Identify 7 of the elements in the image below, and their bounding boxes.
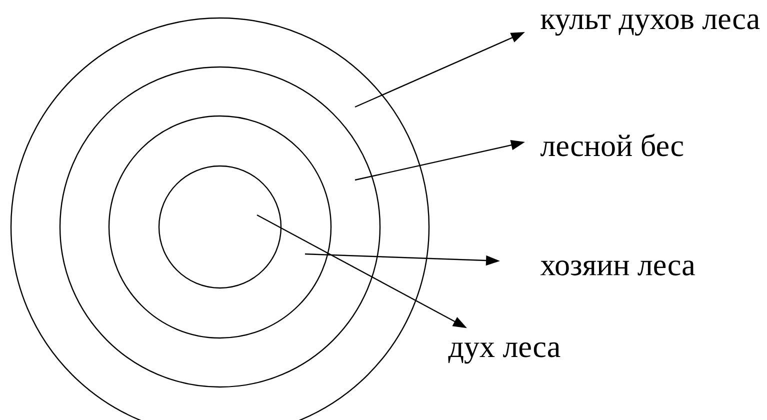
label-text: культ духов леса: [540, 14, 760, 36]
circle: [59, 66, 381, 388]
circle: [108, 115, 332, 339]
label-text: хозяин леса: [540, 260, 695, 276]
label-text: лесной бес: [540, 134, 684, 156]
circle: [158, 165, 282, 289]
label-text: дух леса: [448, 342, 560, 364]
